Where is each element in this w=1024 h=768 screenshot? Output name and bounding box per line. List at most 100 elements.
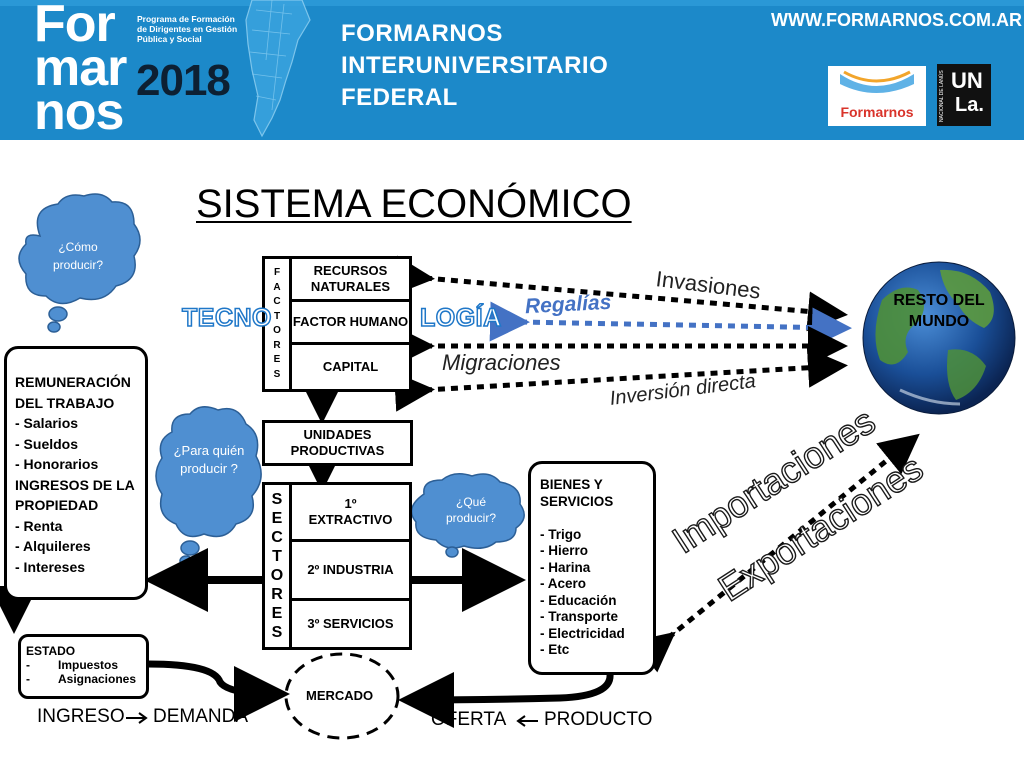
unla-text-1: UN xyxy=(951,68,983,93)
invasiones-arrow xyxy=(393,255,848,332)
inversion-arrow xyxy=(393,347,848,412)
unla-logo: NACIONAL DE LANÚS UN La. xyxy=(937,64,991,126)
page-title: SISTEMA ECONÓMICO xyxy=(196,182,632,226)
flow-arrows xyxy=(393,255,920,673)
globe-icon xyxy=(862,261,1016,415)
remuneracion-item: - Sueldos xyxy=(15,435,79,452)
comercio-exterior-arrow xyxy=(632,433,920,673)
sectores-letter: O xyxy=(270,567,284,584)
factores-letter: F xyxy=(273,267,281,278)
estado-bullet: - xyxy=(26,658,30,672)
sectores-side-label: S E C T O R E S xyxy=(262,482,292,650)
sector-servicios: 3º SERVICIOS xyxy=(289,598,412,650)
factores-letter: E xyxy=(273,354,281,365)
website-link[interactable]: WWW.FORMARNOS.COM.AR xyxy=(771,10,1022,30)
oferta-label: OFERTA xyxy=(431,709,507,730)
estado-content: ESTADO -Impuestos -Asignaciones xyxy=(26,644,136,686)
remuneracion-item: - Alquileres xyxy=(15,538,91,554)
factor-capital: CAPITAL xyxy=(289,342,412,392)
migraciones-label: Migraciones xyxy=(442,350,561,375)
remuneracion-box xyxy=(4,346,148,600)
formarnos-logo-text: Formarnos xyxy=(840,104,914,120)
logo-year: 2018 xyxy=(136,56,231,105)
sectores-letter: T xyxy=(272,548,282,565)
sectores-letter: S xyxy=(271,491,283,508)
banner-title-line-1: FORMARNOS xyxy=(341,20,503,47)
factor-humano: FACTOR HUMANO xyxy=(289,299,412,345)
bienes-item: - Electricidad xyxy=(540,625,625,641)
logo-line-2: mar xyxy=(34,39,127,97)
solid-arrows xyxy=(0,376,614,728)
factores-letter: C xyxy=(273,296,281,307)
bienes-item: - Acero xyxy=(540,576,587,591)
cloud-como-text: ¿Cómo producir? xyxy=(52,240,104,272)
remuneracion-item: DEL TRABAJO xyxy=(15,394,115,411)
estado-item-row: - Asignaciones xyxy=(26,672,136,686)
bottom-label-arrows xyxy=(126,712,538,727)
header-banner: For mar nos Programa de Formación de Dir… xyxy=(0,0,1024,140)
remuneracion-item: PROPIEDAD xyxy=(15,497,99,513)
sector-extractivo: 1º EXTRACTIVO xyxy=(289,482,412,542)
mercado-ellipse xyxy=(284,652,400,740)
estado-bullet: - xyxy=(26,672,30,686)
factores-letter: O xyxy=(273,325,281,336)
bienes-spacer xyxy=(540,510,625,527)
bienes-servicios-list: BIENES Y SERVICIOS - Trigo - Hierro - Ha… xyxy=(540,477,625,659)
sectores-letter: E xyxy=(271,510,283,527)
estado-item: Impuestos xyxy=(58,658,119,672)
bienes-item: - Transporte xyxy=(540,609,619,624)
factores-letter: R xyxy=(273,339,281,351)
sectores-letter: E xyxy=(271,605,283,622)
bienes-item: SERVICIOS xyxy=(540,493,614,509)
cloud-como-producir xyxy=(18,193,141,333)
producto-label: PRODUCTO xyxy=(544,709,653,730)
bienes-item: - Etc xyxy=(540,642,570,657)
factores-letter: S xyxy=(273,368,281,380)
mercado-label: MERCADO xyxy=(306,688,374,703)
sectores-letter: C xyxy=(271,529,283,546)
remuneracion-item: - Renta xyxy=(15,517,63,534)
estado-to-mercado-arrow xyxy=(147,660,290,722)
regalias-label: Regalías xyxy=(524,290,612,319)
cloud-para-quien-text: ¿Para quién producir ? xyxy=(173,443,245,476)
ingreso-label: INGRESO xyxy=(37,706,125,727)
unidades-productivas: UNIDADES PRODUCTIVAS xyxy=(262,420,413,466)
cloud-que-text: ¿Qué producir? xyxy=(445,495,497,525)
sector-industria: 2º INDUSTRIA xyxy=(289,539,412,601)
logo-subtitle: Programa de Formación de Dirigentes en G… xyxy=(137,14,238,44)
unla-text-2: La. xyxy=(955,94,984,116)
sectores-letter: S xyxy=(271,624,283,641)
bienes-item: - Hierro xyxy=(540,543,589,558)
bienes-item: - Educación xyxy=(540,592,617,608)
tecnologia-left-label: TECNO xyxy=(181,303,272,333)
estado-item: Asignaciones xyxy=(58,672,137,686)
logo-line-1: For xyxy=(34,0,116,53)
factor-recursos-naturales: RECURSOS NATURALES xyxy=(289,256,412,302)
remuneracion-item: REMUNERACIÓN xyxy=(15,374,131,390)
factores-letter: A xyxy=(273,281,281,293)
logo-line-3: nos xyxy=(34,83,124,140)
tecnologia-right-label: LOGÍA xyxy=(419,303,502,333)
remuneracion-item: - Salarios xyxy=(15,415,79,431)
demanda-label: DEMANDA xyxy=(153,706,249,727)
bienes-servicios-box xyxy=(528,461,656,675)
resto-del-mundo-label: RESTO DEL MUNDO xyxy=(893,292,985,330)
banner-title-line-3: FEDERAL xyxy=(341,84,458,111)
cloud-que-producir xyxy=(410,473,525,558)
regalias-arrow xyxy=(489,301,852,348)
factores-letter: T xyxy=(273,310,281,322)
cloud-para-quien-producir xyxy=(155,406,262,567)
sectores-letter: R xyxy=(271,586,283,603)
argentina-map-icon xyxy=(245,0,311,138)
bienes-item: - Trigo xyxy=(540,526,582,542)
remuneracion-list: REMUNERACIÓN DEL TRABAJO - Salarios - Su… xyxy=(15,372,135,577)
banner-title-line-2: INTERUNIVERSITARIO xyxy=(341,52,609,79)
bienes-to-mercado-arrow xyxy=(398,671,614,728)
remuneracion-item: - Honorarios xyxy=(15,456,99,472)
remuneracion-item: INGRESOS DE LA xyxy=(15,476,135,493)
formarnos-logo-mark xyxy=(840,70,914,93)
estado-item-row: - Impuestos xyxy=(26,658,136,672)
formarnos-logo: Formarnos xyxy=(828,66,926,126)
bienes-item: BIENES Y xyxy=(540,477,603,492)
